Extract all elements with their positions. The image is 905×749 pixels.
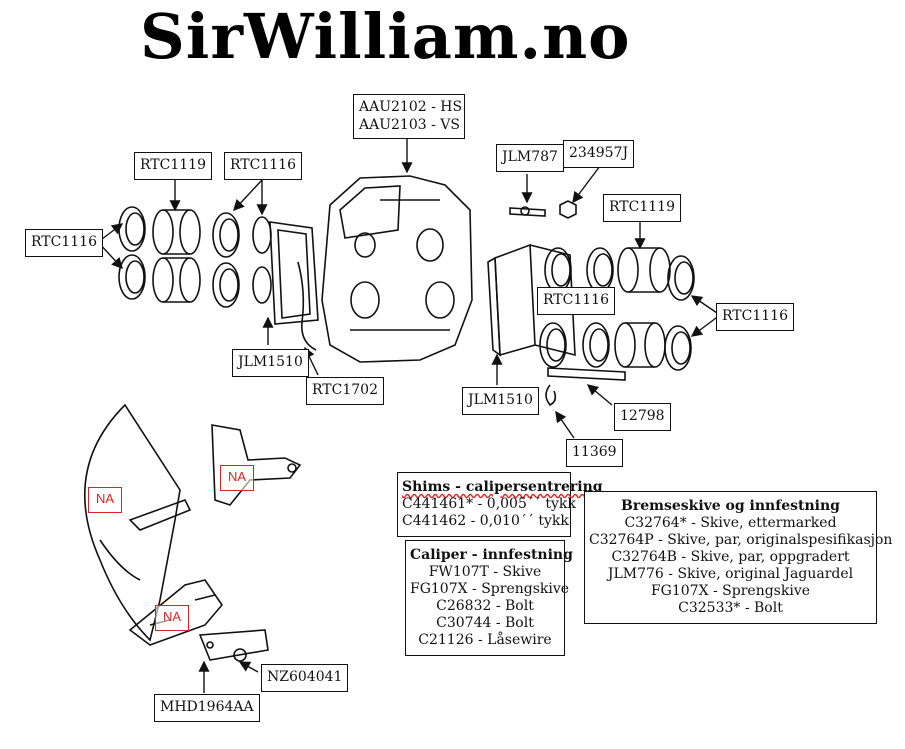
nut xyxy=(233,648,247,662)
label-rtc1116-top: RTC1116 xyxy=(224,152,302,180)
na-marker-upper-bracket: NA xyxy=(220,465,254,491)
disc-shield xyxy=(84,403,181,642)
disc-fastening-line: C32533* - Bolt xyxy=(678,600,783,616)
label-rtc1119-top: RTC1119 xyxy=(134,152,212,180)
caliper-fastening-line: C30744 - Bolt xyxy=(436,615,534,631)
label-rtc1116-mid: RTC1116 xyxy=(537,287,615,315)
disc-fastening-box: Bremseskive og innfestning C32764* - Ski… xyxy=(584,491,893,624)
label-11369: 11369 xyxy=(566,439,623,467)
left-dust-seal-bottom xyxy=(212,262,240,308)
left-dust-seal-top xyxy=(212,212,240,258)
right-dust-seal-bottom xyxy=(582,322,610,368)
caliper-fastening-title: Caliper - innfestning xyxy=(410,547,573,563)
na-marker-shield: NA xyxy=(88,487,122,513)
label-jlm787: JLM787 xyxy=(496,144,564,172)
label-12798: 12798 xyxy=(614,403,671,431)
disc-fastening-line: JLM776 - Skive, original Jaguardel xyxy=(607,566,854,582)
label-rtc1702: RTC1702 xyxy=(306,377,384,405)
left-piston-bottom xyxy=(152,257,201,303)
mounting-plate xyxy=(198,629,269,661)
right-dust-seal-top xyxy=(586,247,614,293)
caliper-fastening-line: C26832 - Bolt xyxy=(436,598,534,614)
label-caliper-hs: AAU2102 - HS xyxy=(359,99,463,115)
caliper-fastening-box: Caliper - innfestning FW107T - Skive FG1… xyxy=(405,540,573,656)
label-jlm1510-mid: JLM1510 xyxy=(462,387,539,415)
lower-bracket xyxy=(128,579,224,646)
shims-box: Shims - calipersentrering C441461* - 0,0… xyxy=(397,472,603,537)
left-brake-pad xyxy=(269,221,319,325)
na-marker-lower-bracket: NA xyxy=(155,605,189,631)
left-piston-top xyxy=(152,209,201,255)
shims-title: Shims - calipersentrering xyxy=(402,479,603,495)
shims-line: C441462 - 0,010´´ tykk xyxy=(402,513,569,529)
bleed-cap xyxy=(559,200,577,219)
disc-fastening-line: C32764B - Skive, par, oppgradert xyxy=(611,549,850,565)
label-mhd1964aa: MHD1964AA xyxy=(154,694,260,722)
label-234957j: 234957J xyxy=(563,140,635,168)
retaining-wire xyxy=(297,261,317,351)
brand-title: SirWilliam.no xyxy=(140,0,631,73)
label-caliper-vs: AAU2103 - VS xyxy=(359,116,460,133)
right-seal-ring-bottom xyxy=(539,322,567,368)
left-seal-ring-top xyxy=(118,206,146,252)
label-rtc1116-right: RTC1116 xyxy=(716,303,794,331)
label-jlm1510-left: JLM1510 xyxy=(232,349,309,377)
label-rtc1119-right: RTC1119 xyxy=(603,194,681,222)
left-seal-ring-bottom xyxy=(118,254,146,300)
label-caliper: AAU2102 - HS AAU2103 - VS xyxy=(353,94,465,139)
disc-fastening-line: FG107X - Sprengskive xyxy=(650,583,811,599)
label-rtc1116-left: RTC1116 xyxy=(25,229,103,257)
caliper-fastening-line: C21126 - Låsewire xyxy=(418,632,552,648)
caliper-fastening-line: FG107X - Sprengskive xyxy=(410,581,570,597)
pad-pin xyxy=(547,367,626,381)
right-outer-seal-bottom xyxy=(664,325,692,371)
caliper-body xyxy=(321,175,473,363)
spring-clip xyxy=(545,384,557,407)
disc-fastening-line: C32764* - Skive, ettermarked xyxy=(624,515,837,531)
caliper-fastening-line: FW107T - Skive xyxy=(428,564,542,580)
disc-fastening-line: C32764P - Skive, par, originalspesifikas… xyxy=(589,532,893,548)
right-seal-ring-top xyxy=(544,247,572,293)
right-brake-pad xyxy=(494,243,536,357)
right-piston-bottom xyxy=(614,322,666,368)
right-piston-top xyxy=(617,247,671,293)
bleed-screw xyxy=(509,207,546,217)
disc-fastening-title: Bremseskive og innfestning xyxy=(621,498,840,514)
shims-line: C441461* - 0,005´´ tykk xyxy=(402,496,576,512)
right-outer-seal-top xyxy=(667,255,695,301)
label-nz604041: NZ604041 xyxy=(261,664,349,692)
